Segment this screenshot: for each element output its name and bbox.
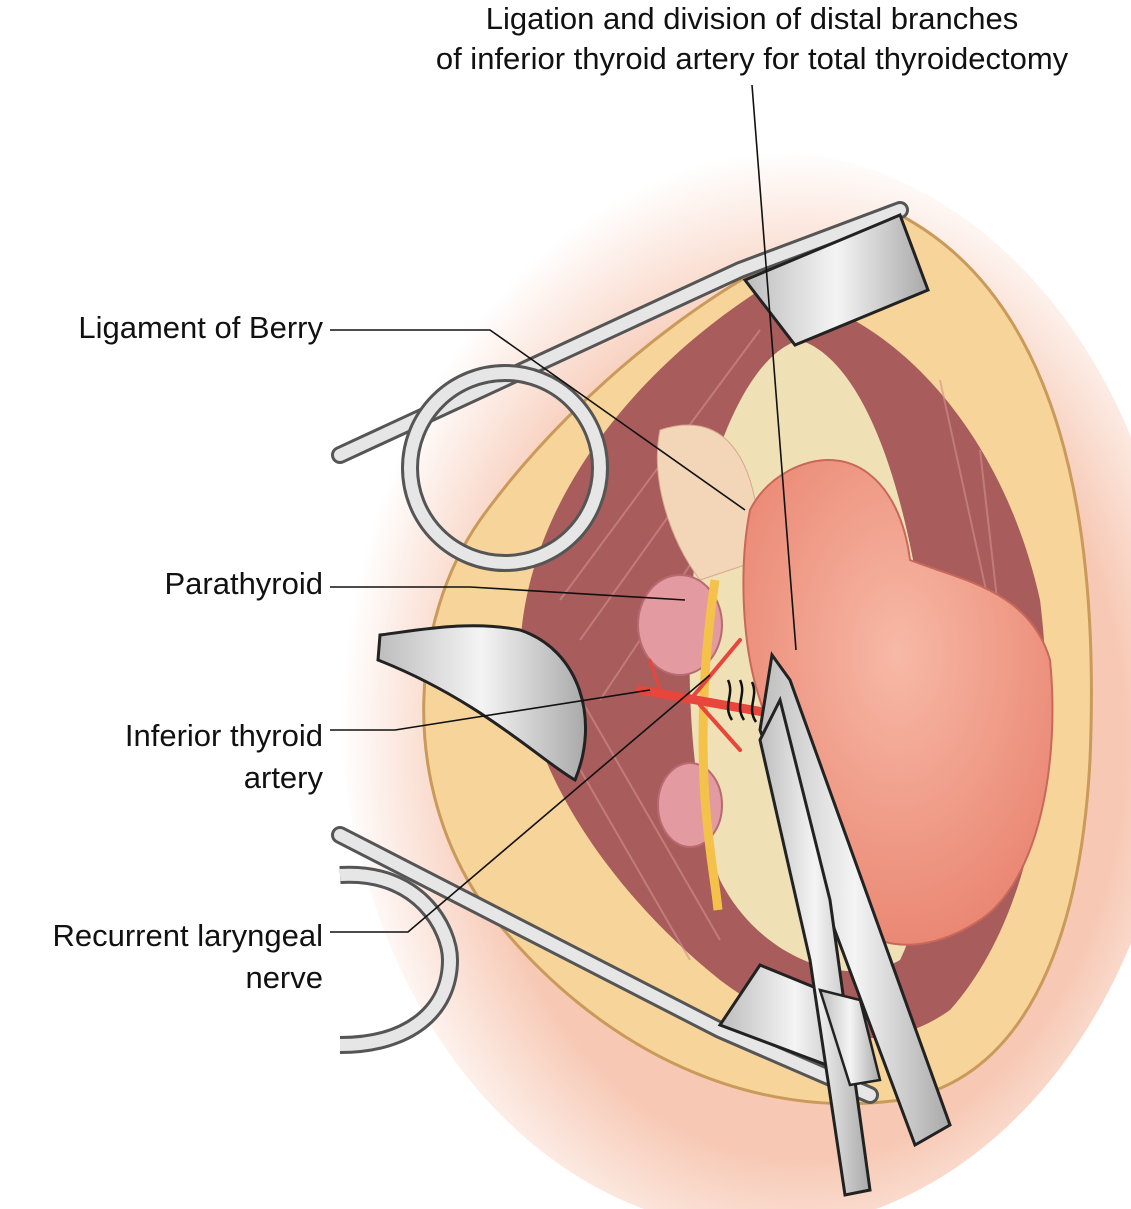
title-line-1: Ligation and division of distal branches [486,1,1019,36]
leader-lines [330,84,797,933]
leader-title [751,84,797,651]
label-parathyroid: Parathyroid [164,566,323,601]
lower-retractor [331,826,879,1104]
leader-artery [330,689,651,731]
title-line-2: of inferior thyroid artery for total thy… [436,41,1069,76]
recurrent-laryngeal-nerve [698,579,723,911]
upper-retractor [331,201,930,572]
leader-nerve [330,674,711,933]
label-recurrent-laryngeal-nerve-2: nerve [245,960,323,995]
label-inferior-thyroid-artery-1: Inferior thyroid [125,718,323,753]
label-recurrent-laryngeal-nerve-1: Recurrent laryngeal [52,918,323,953]
inferior-thyroid-artery [635,638,785,752]
surgical-scissors [758,651,952,1197]
leader-ligament [330,329,746,511]
lateral-retractor [376,624,587,783]
label-inferior-thyroid-artery-2: artery [244,760,324,795]
parathyroid-upper [637,574,723,676]
leader-parathyroid [330,586,686,601]
label-ligament-of-berry: Ligament of Berry [78,310,323,345]
ligature-ties [726,679,758,723]
